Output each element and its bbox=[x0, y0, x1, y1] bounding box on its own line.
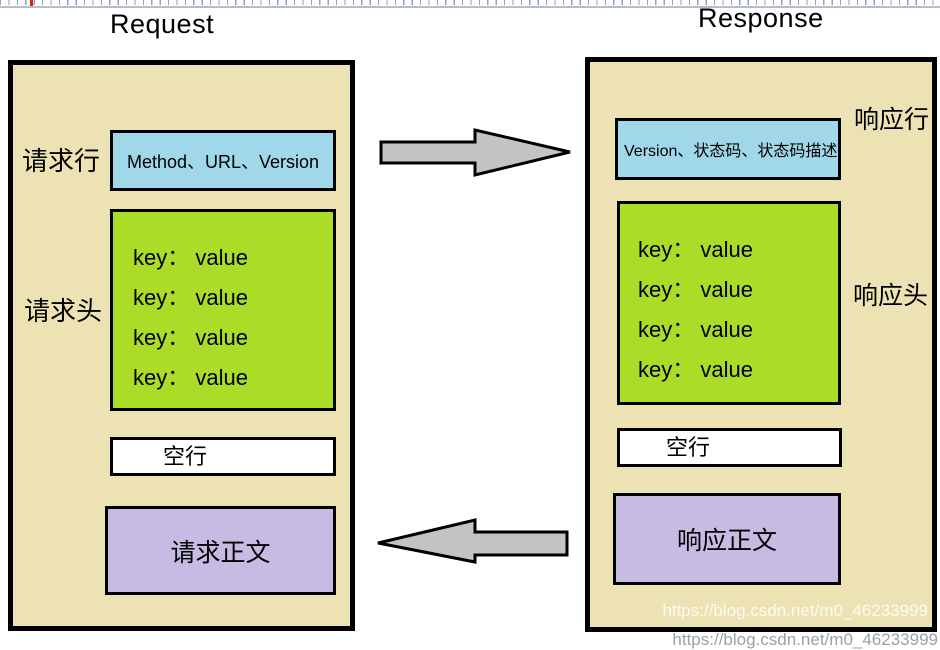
request-header-line: key： value bbox=[133, 365, 248, 390]
csdn-watermark: https://blog.csdn.net/m0_46233999 bbox=[662, 601, 928, 620]
request-body-box: 请求正文 bbox=[105, 506, 336, 595]
response-title: Response bbox=[698, 3, 824, 33]
request-headers-box: key： value key： value key： value key： va… bbox=[110, 209, 336, 411]
response-panel: 响应行 Version、状态码、状态码描述 key： value key： va… bbox=[585, 57, 937, 632]
ruler-cursor-mark bbox=[30, 0, 33, 6]
response-headers-box: key： value key： value key： value key： va… bbox=[617, 201, 841, 405]
response-direction-arrow-icon bbox=[377, 518, 569, 564]
response-header-line: key： value bbox=[638, 237, 753, 262]
response-headers-label: 响应头 bbox=[853, 282, 929, 310]
request-header-line: key： value bbox=[133, 325, 248, 350]
response-line-label: 响应行 bbox=[854, 106, 930, 134]
response-header-line: key： value bbox=[638, 317, 753, 342]
ruler-tick-marks bbox=[0, 0, 940, 5]
response-line-box: Version、状态码、状态码描述 bbox=[615, 118, 841, 180]
request-blank-line-box: 空行 bbox=[110, 437, 336, 476]
request-header-line: key： value bbox=[133, 245, 248, 270]
response-header-line: key： value bbox=[638, 357, 753, 382]
response-header-line: key： value bbox=[638, 277, 753, 302]
request-line-label: 请求行 bbox=[22, 146, 101, 176]
response-blank-line-box: 空行 bbox=[617, 428, 842, 467]
request-title: Request bbox=[110, 9, 215, 39]
request-direction-arrow-icon bbox=[379, 128, 571, 177]
request-line-box: Method、URL、Version bbox=[110, 130, 336, 191]
response-body-box: 响应正文 bbox=[613, 493, 841, 585]
request-header-line: key： value bbox=[133, 285, 248, 310]
request-headers-label: 请求头 bbox=[24, 296, 103, 326]
document-ruler bbox=[0, 0, 940, 8]
request-panel: 请求行 Method、URL、Version key： value key： v… bbox=[8, 60, 355, 631]
csdn-watermark-bottom: https://blog.csdn.net/m0_46233999 bbox=[672, 630, 938, 649]
